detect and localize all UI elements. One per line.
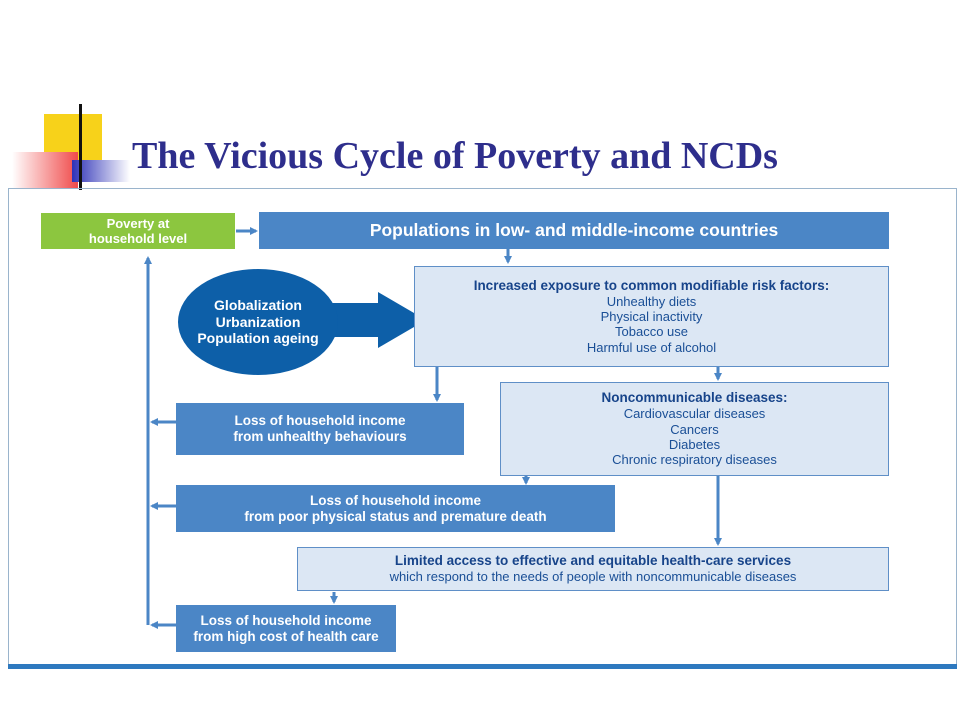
loss-physical-box: Loss of household income from poor physi… bbox=[176, 485, 615, 532]
risk-factors-box: Increased exposure to common modifiable … bbox=[414, 266, 889, 367]
drivers-oval: Globalization Urbanization Population ag… bbox=[178, 269, 338, 375]
diagram-frame bbox=[8, 188, 957, 668]
slide-title: The Vicious Cycle of Poverty and NCDs bbox=[132, 135, 778, 177]
poverty-household-box: Poverty at household level bbox=[41, 213, 235, 249]
drivers-big-arrow bbox=[318, 292, 426, 348]
loss-behaviours-box: Loss of household income from unhealthy … bbox=[176, 403, 464, 455]
populations-box: Populations in low- and middle-income co… bbox=[259, 212, 889, 249]
ncds-box: Noncommunicable diseases: Cardiovascular… bbox=[500, 382, 889, 476]
loss-cost-box: Loss of household income from high cost … bbox=[176, 605, 396, 652]
access-box: Limited access to effective and equitabl… bbox=[297, 547, 889, 591]
slide-logo bbox=[0, 100, 140, 190]
diagram-frame-bottom-bar bbox=[8, 664, 957, 669]
